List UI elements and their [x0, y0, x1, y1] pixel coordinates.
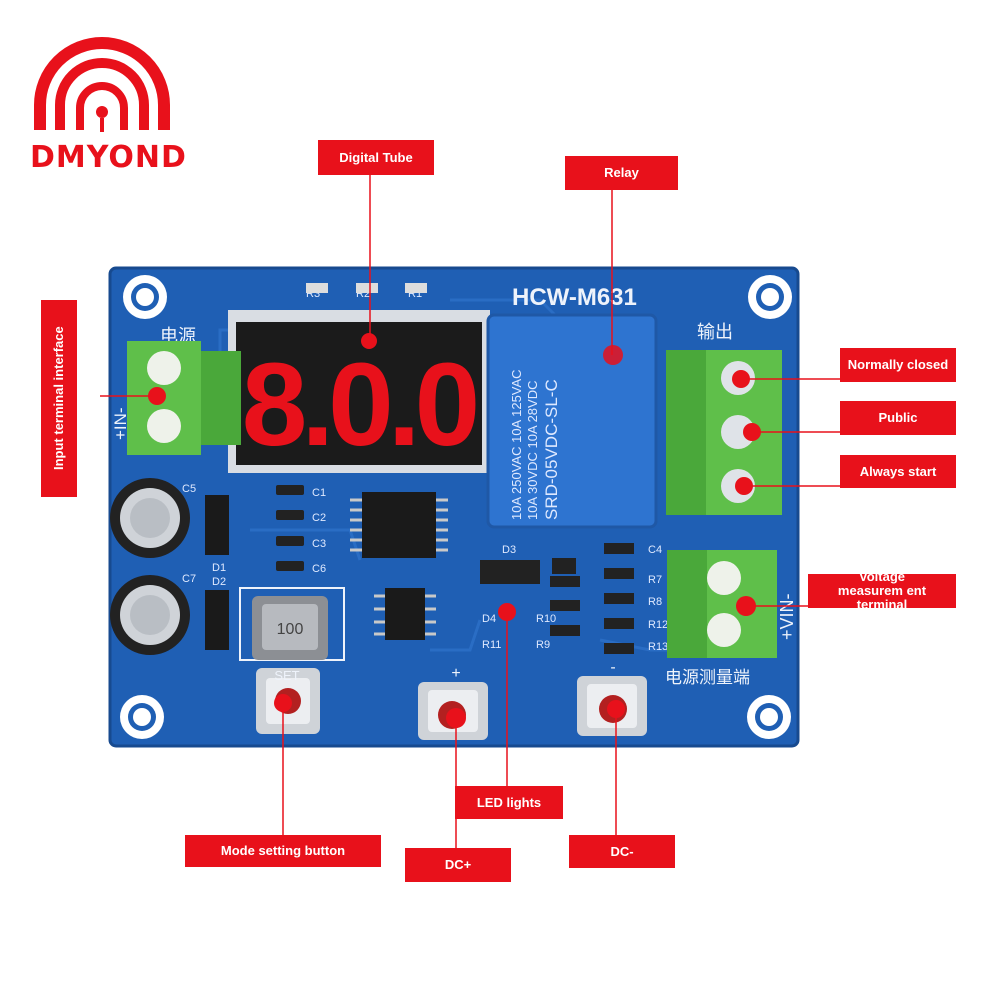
callout-relay: Relay	[565, 156, 678, 190]
inductor: 100	[239, 587, 345, 661]
electrolytic-capacitors	[110, 478, 229, 655]
silk-r11: R11	[482, 639, 501, 651]
silk-r8: R8	[648, 596, 662, 608]
callout-mode-setting: Mode setting button	[185, 835, 381, 867]
callout-digital-tube: Digital Tube	[318, 140, 434, 175]
callout-dc-plus: DC+	[405, 848, 511, 882]
silk-d3: D3	[502, 544, 516, 556]
mounting-holes	[120, 275, 792, 739]
output-label: 输出	[697, 322, 733, 342]
silk-d1: D1	[212, 562, 226, 574]
vin-label: +VIN-	[777, 593, 797, 640]
brand-name: DMYOND	[30, 140, 187, 175]
relay-rating-2: 10A 30VDC 10A 28VDC	[525, 381, 540, 520]
set-mark: SET	[274, 668, 299, 683]
callout-dc-minus: DC-	[569, 835, 675, 868]
measure-label: 电源测量端	[665, 668, 750, 687]
board-model: HCW-M631	[512, 284, 637, 311]
callout-leaders	[100, 171, 840, 848]
callout-normally-closed: Normally closed	[840, 348, 956, 382]
relay-module: 10A 250VAC 10A 125VAC 10A 30VDC 10A 28VD…	[486, 313, 658, 529]
callout-voltage-measurement: Voltage measurem ent terminal	[808, 570, 956, 612]
silk-c4: C4	[648, 544, 662, 556]
relay-model: SRD-05VDC-SL-C	[542, 379, 561, 520]
callout-public: Public	[840, 401, 956, 435]
silk-r13: R13	[648, 641, 668, 653]
plus-mark: +	[451, 665, 460, 682]
callout-dots	[148, 333, 761, 728]
logo-mark	[34, 37, 170, 132]
silk-r9: R9	[536, 639, 550, 651]
display-digits: 8.0.0	[242, 339, 476, 471]
silk-c5: C5	[182, 483, 196, 495]
silk-d4: D4	[482, 613, 496, 625]
digital-tube-display: 8.0.0	[228, 310, 490, 473]
silk-r10: R10	[536, 613, 556, 625]
relay-rating-1: 10A 250VAC 10A 125VAC	[509, 369, 524, 520]
silk-c7: C7	[182, 573, 196, 585]
silk-c2: C2	[312, 512, 326, 524]
inductor-value: 100	[277, 621, 304, 638]
callout-input-terminal: Input terminal interface	[41, 300, 77, 497]
silkscreen-labels: R3 R2 R1 C5 C7 D1 D2 C1 C2 C3 C6 D3 D4 R…	[182, 288, 668, 653]
silk-r7: R7	[648, 574, 662, 586]
silk-c3: C3	[312, 538, 326, 550]
ic-chips	[350, 492, 448, 640]
smd-components	[276, 283, 634, 654]
input-terminal-block	[127, 341, 241, 455]
silk-d2: D2	[212, 576, 226, 588]
input-label: +IN-	[111, 407, 130, 440]
silk-r12: R12	[648, 619, 668, 631]
callout-led-lights: LED lights	[455, 786, 563, 819]
callout-always-start: Always start	[840, 455, 956, 488]
measurement-terminal-block	[667, 550, 777, 658]
minus-mark: -	[610, 659, 615, 676]
silk-c1: C1	[312, 487, 326, 499]
silk-c6: C6	[312, 563, 326, 575]
